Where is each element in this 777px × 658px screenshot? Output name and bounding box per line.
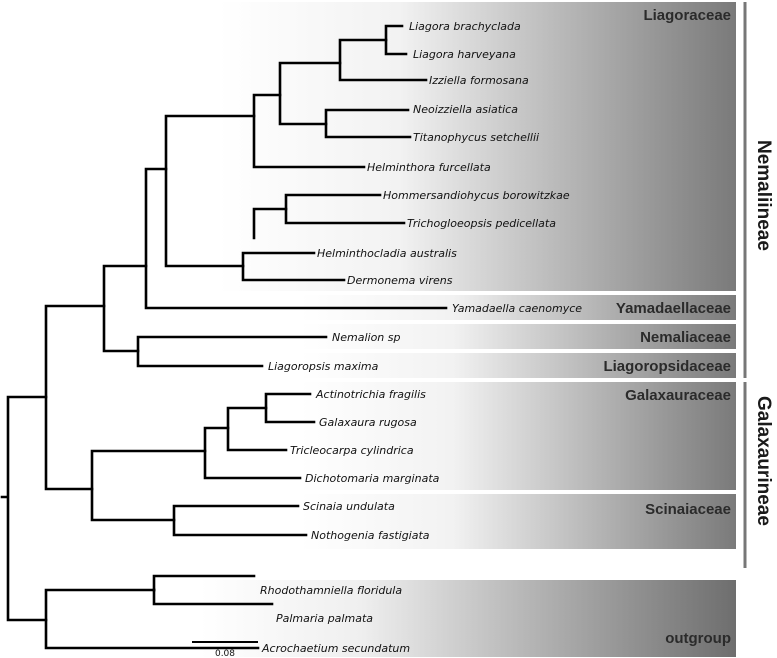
taxon-label: Hommersandiohycus borowitzkae	[383, 189, 570, 202]
taxon-label: Helminthocladia australis	[317, 247, 457, 260]
taxon-label: Tricleocarpa cylindrica	[290, 444, 414, 457]
taxon-label: Liagora brachyclada	[409, 20, 521, 33]
family-label-liagoraceae: Liagoraceae	[643, 7, 731, 24]
branch	[338, 38, 428, 82]
family-label-liagoropsidaceae: Liagoropsidaceae	[603, 358, 731, 375]
branch	[102, 264, 148, 353]
taxon-label: Izziella formosana	[429, 74, 529, 87]
branch	[252, 93, 366, 169]
taxon-label: Acrochaetium secundatum	[261, 642, 410, 655]
branch	[252, 207, 288, 240]
branch	[284, 193, 406, 225]
branch	[324, 108, 412, 139]
family-label-nemaliaceae: Nemaliaceae	[640, 329, 731, 346]
family-labels: Liagoraceae Yamadaellaceae Nemaliaceae L…	[603, 7, 731, 647]
liagoropsidaceae-box	[300, 353, 736, 378]
branch	[136, 335, 328, 368]
branch	[90, 449, 207, 522]
branch	[278, 61, 342, 126]
galaxauraceae-box	[300, 382, 736, 490]
taxon-label: Scinaia undulata	[303, 500, 395, 513]
branch	[203, 426, 302, 480]
taxon-label: Actinotrichia fragilis	[315, 388, 426, 401]
branch	[0, 395, 48, 622]
taxon-label: Trichogloeopsis pedicellata	[407, 217, 556, 230]
branch	[144, 167, 448, 310]
scinaiaceae-box	[300, 494, 736, 549]
nemaliaceae-box	[300, 324, 736, 349]
taxon-label: Liagora harveyana	[413, 48, 516, 61]
taxon-label: Rhodothamniella floridula	[260, 584, 402, 597]
tree-branches	[0, 24, 448, 650]
branch	[226, 406, 288, 452]
taxon-labels: Liagora brachyclada Liagora harveyana Iz…	[260, 20, 582, 655]
taxon-label: Dichotomaria marginata	[305, 472, 440, 485]
taxon-label: Nothogenia fastigiata	[311, 529, 430, 542]
branch	[172, 504, 308, 537]
taxon-label: Titanophycus setchellii	[413, 131, 539, 144]
family-label-outgroup: outgroup	[665, 630, 731, 647]
branch	[264, 392, 316, 424]
taxon-label: Neoizziella asiatica	[413, 103, 518, 116]
branch	[44, 588, 260, 650]
outgroup-box	[200, 580, 736, 657]
family-label-galaxauraceae: Galaxauraceae	[625, 387, 731, 404]
taxon-label: Nemalion sp	[332, 331, 400, 344]
branch	[44, 304, 106, 491]
scale-bar-label: 0.08	[215, 649, 235, 658]
branch	[152, 574, 274, 606]
family-label-scinaiaceae: Scinaiaceae	[645, 501, 731, 518]
liagoraceae-box	[218, 2, 736, 291]
suborder-label-galaxaurineae: Galaxaurineae	[753, 396, 774, 526]
branch	[164, 114, 256, 268]
family-label-yamadaellaceae: Yamadaellaceae	[616, 300, 731, 317]
branch	[241, 251, 346, 282]
suborder-label-nemaliineae: Nemaliineae	[753, 140, 774, 251]
taxon-label: Liagoropsis maxima	[268, 360, 379, 373]
branch	[384, 24, 408, 56]
taxon-label: Helminthora furcellata	[367, 161, 491, 174]
taxon-label: Dermonema virens	[347, 274, 453, 287]
taxon-label: Palmaria palmata	[276, 612, 373, 625]
taxon-label: Galaxaura rugosa	[319, 416, 417, 429]
taxon-label: Yamadaella caenomyce	[452, 302, 582, 315]
